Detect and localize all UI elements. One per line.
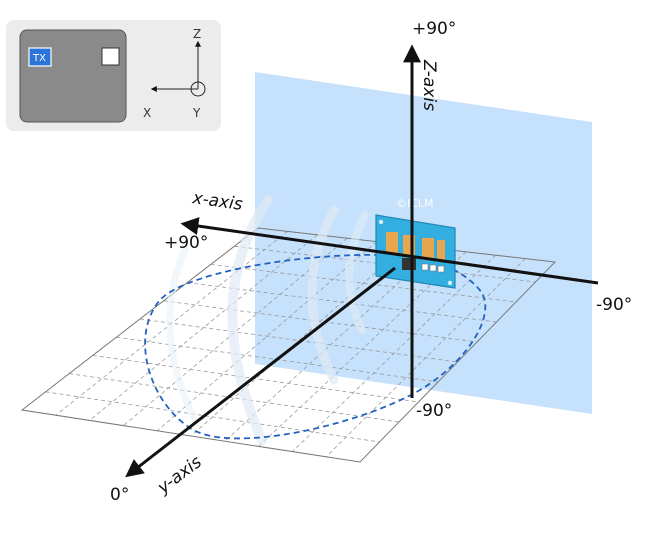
grid-line xyxy=(45,391,380,443)
grid-line xyxy=(156,241,378,432)
z-axis-name: Z-axis xyxy=(419,59,439,111)
grid-line xyxy=(163,300,478,343)
wave-arcs xyxy=(166,195,369,445)
grid-line xyxy=(69,373,400,423)
inset-x-label: X xyxy=(143,106,151,120)
antenna-pad xyxy=(386,232,398,254)
x-axis-left-label: +90° xyxy=(164,233,208,253)
grid-line xyxy=(224,248,437,442)
chip xyxy=(402,258,416,270)
tx-badge xyxy=(28,47,52,67)
x-axis-name: x-axis xyxy=(190,188,244,215)
grid-line xyxy=(210,264,517,303)
y-axis-end-label: 0° xyxy=(110,485,129,505)
grid-line xyxy=(92,355,419,403)
grid-line xyxy=(292,254,496,452)
ground-grid-border xyxy=(20,227,557,463)
antenna-pad xyxy=(422,238,434,260)
watermark: ©ICLM xyxy=(396,197,434,210)
inset-y-circle xyxy=(190,81,206,97)
x-axis-right-label: -90° xyxy=(596,295,632,315)
orientation-inset: TX Z X Y xyxy=(6,20,221,131)
antenna-pad xyxy=(437,240,445,260)
inset-y-label: Y xyxy=(192,106,201,120)
grid-line xyxy=(139,318,458,363)
radiation-pattern xyxy=(144,253,487,440)
y-axis-line xyxy=(125,266,396,478)
grid-line xyxy=(325,258,526,458)
radar-sensor-board xyxy=(375,214,456,289)
grid-line xyxy=(234,245,536,283)
z-axis-top-label: +90° xyxy=(412,19,456,39)
tx-label: TX xyxy=(32,53,46,64)
z-axis-bottom-label: -90° xyxy=(416,401,452,421)
inset-z-label: Z xyxy=(193,27,201,41)
grid-line xyxy=(258,251,467,447)
rx-square xyxy=(101,47,120,66)
y-axis-name: y-axis xyxy=(153,452,206,499)
x-axis-line xyxy=(180,217,599,285)
grid-line xyxy=(190,244,407,437)
